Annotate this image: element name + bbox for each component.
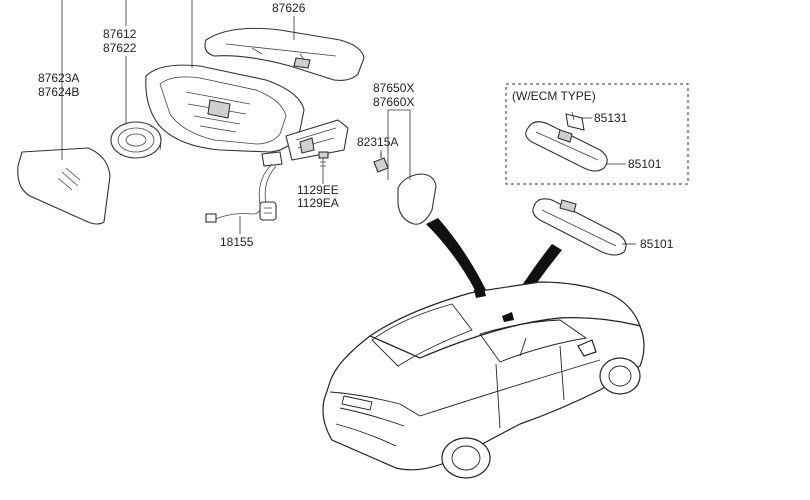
ecm-inside-mirror	[525, 121, 608, 172]
cover-extension	[397, 173, 437, 225]
rear-wheel	[441, 437, 491, 479]
label-mirror-glass-1: 87623A	[38, 71, 79, 85]
label-ecm-mirror: 85101	[628, 157, 662, 171]
label-screw-1: 1129EE	[297, 183, 339, 197]
label-actuator-2: 87622	[103, 41, 137, 55]
mirror-housing	[145, 64, 349, 167]
screw	[318, 151, 329, 170]
label-ecm-type: (W/ECM TYPE)	[512, 89, 596, 103]
pointer-arrow-outside-mirror	[426, 218, 486, 292]
leader-cover-extension	[387, 109, 411, 180]
car-illustration	[322, 281, 645, 479]
label-screw-2: 1129EA	[297, 196, 339, 210]
label-cover-1: 87616	[272, 0, 306, 1]
housing-cover	[204, 27, 365, 81]
wiring-harness	[205, 163, 277, 223]
mirror-actuator	[110, 121, 162, 159]
label-cover-ext-2: 87660X	[373, 95, 414, 109]
label-ecm-bracket: 85131	[594, 111, 628, 125]
label-cover-ext-1: 87650X	[373, 81, 414, 95]
label-actuator-1: 87612	[103, 27, 137, 41]
front-wheel	[599, 357, 641, 395]
label-harness: 18155	[220, 235, 254, 249]
ecm-bracket	[565, 111, 585, 131]
inside-mirror	[532, 198, 627, 256]
ecm-type-box	[505, 83, 689, 185]
label-clip: 82315A	[357, 135, 398, 149]
label-cover-2: 87626	[272, 1, 306, 15]
label-inside-mirror: 85101	[640, 237, 674, 251]
label-mirror-glass-2: 87624B	[38, 85, 79, 99]
mirror-glass	[17, 147, 111, 225]
